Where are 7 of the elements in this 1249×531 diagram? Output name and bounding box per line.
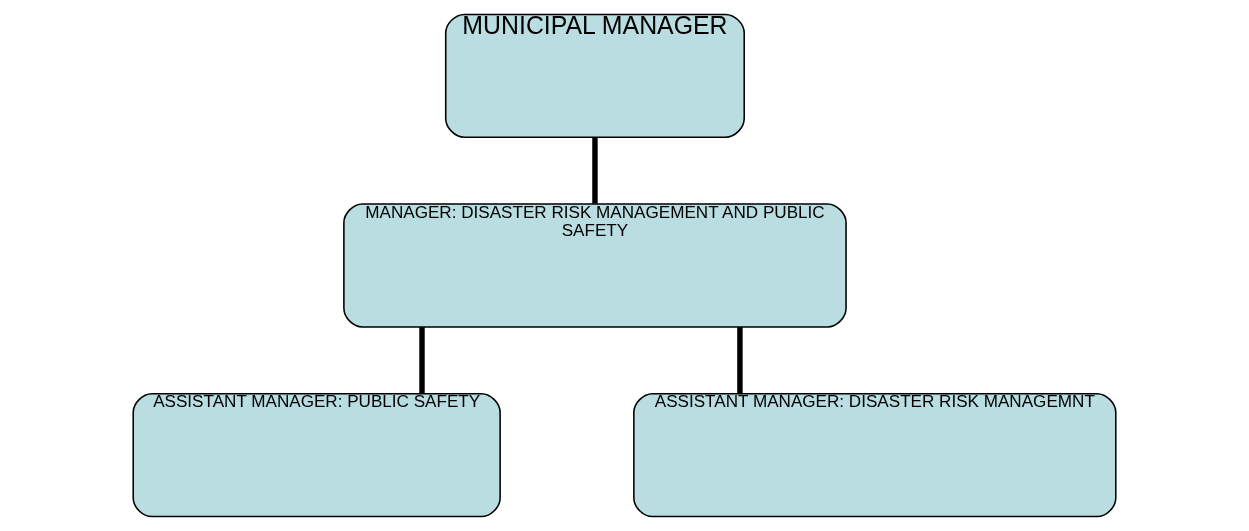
connector <box>419 327 425 394</box>
node-box: ASSISTANT MANAGER: PUBLIC SAFETY <box>132 393 501 518</box>
connector <box>592 137 598 204</box>
connector <box>737 327 743 394</box>
node-box: ASSISTANT MANAGER: DISASTER RISK MANAGEMNT <box>633 393 1117 518</box>
node-box: MANAGER: DISASTER RISK MANAGEMENT AND PUBLIC SAFETY <box>343 203 847 328</box>
node-box: MUNICIPAL MANAGER <box>444 13 745 138</box>
